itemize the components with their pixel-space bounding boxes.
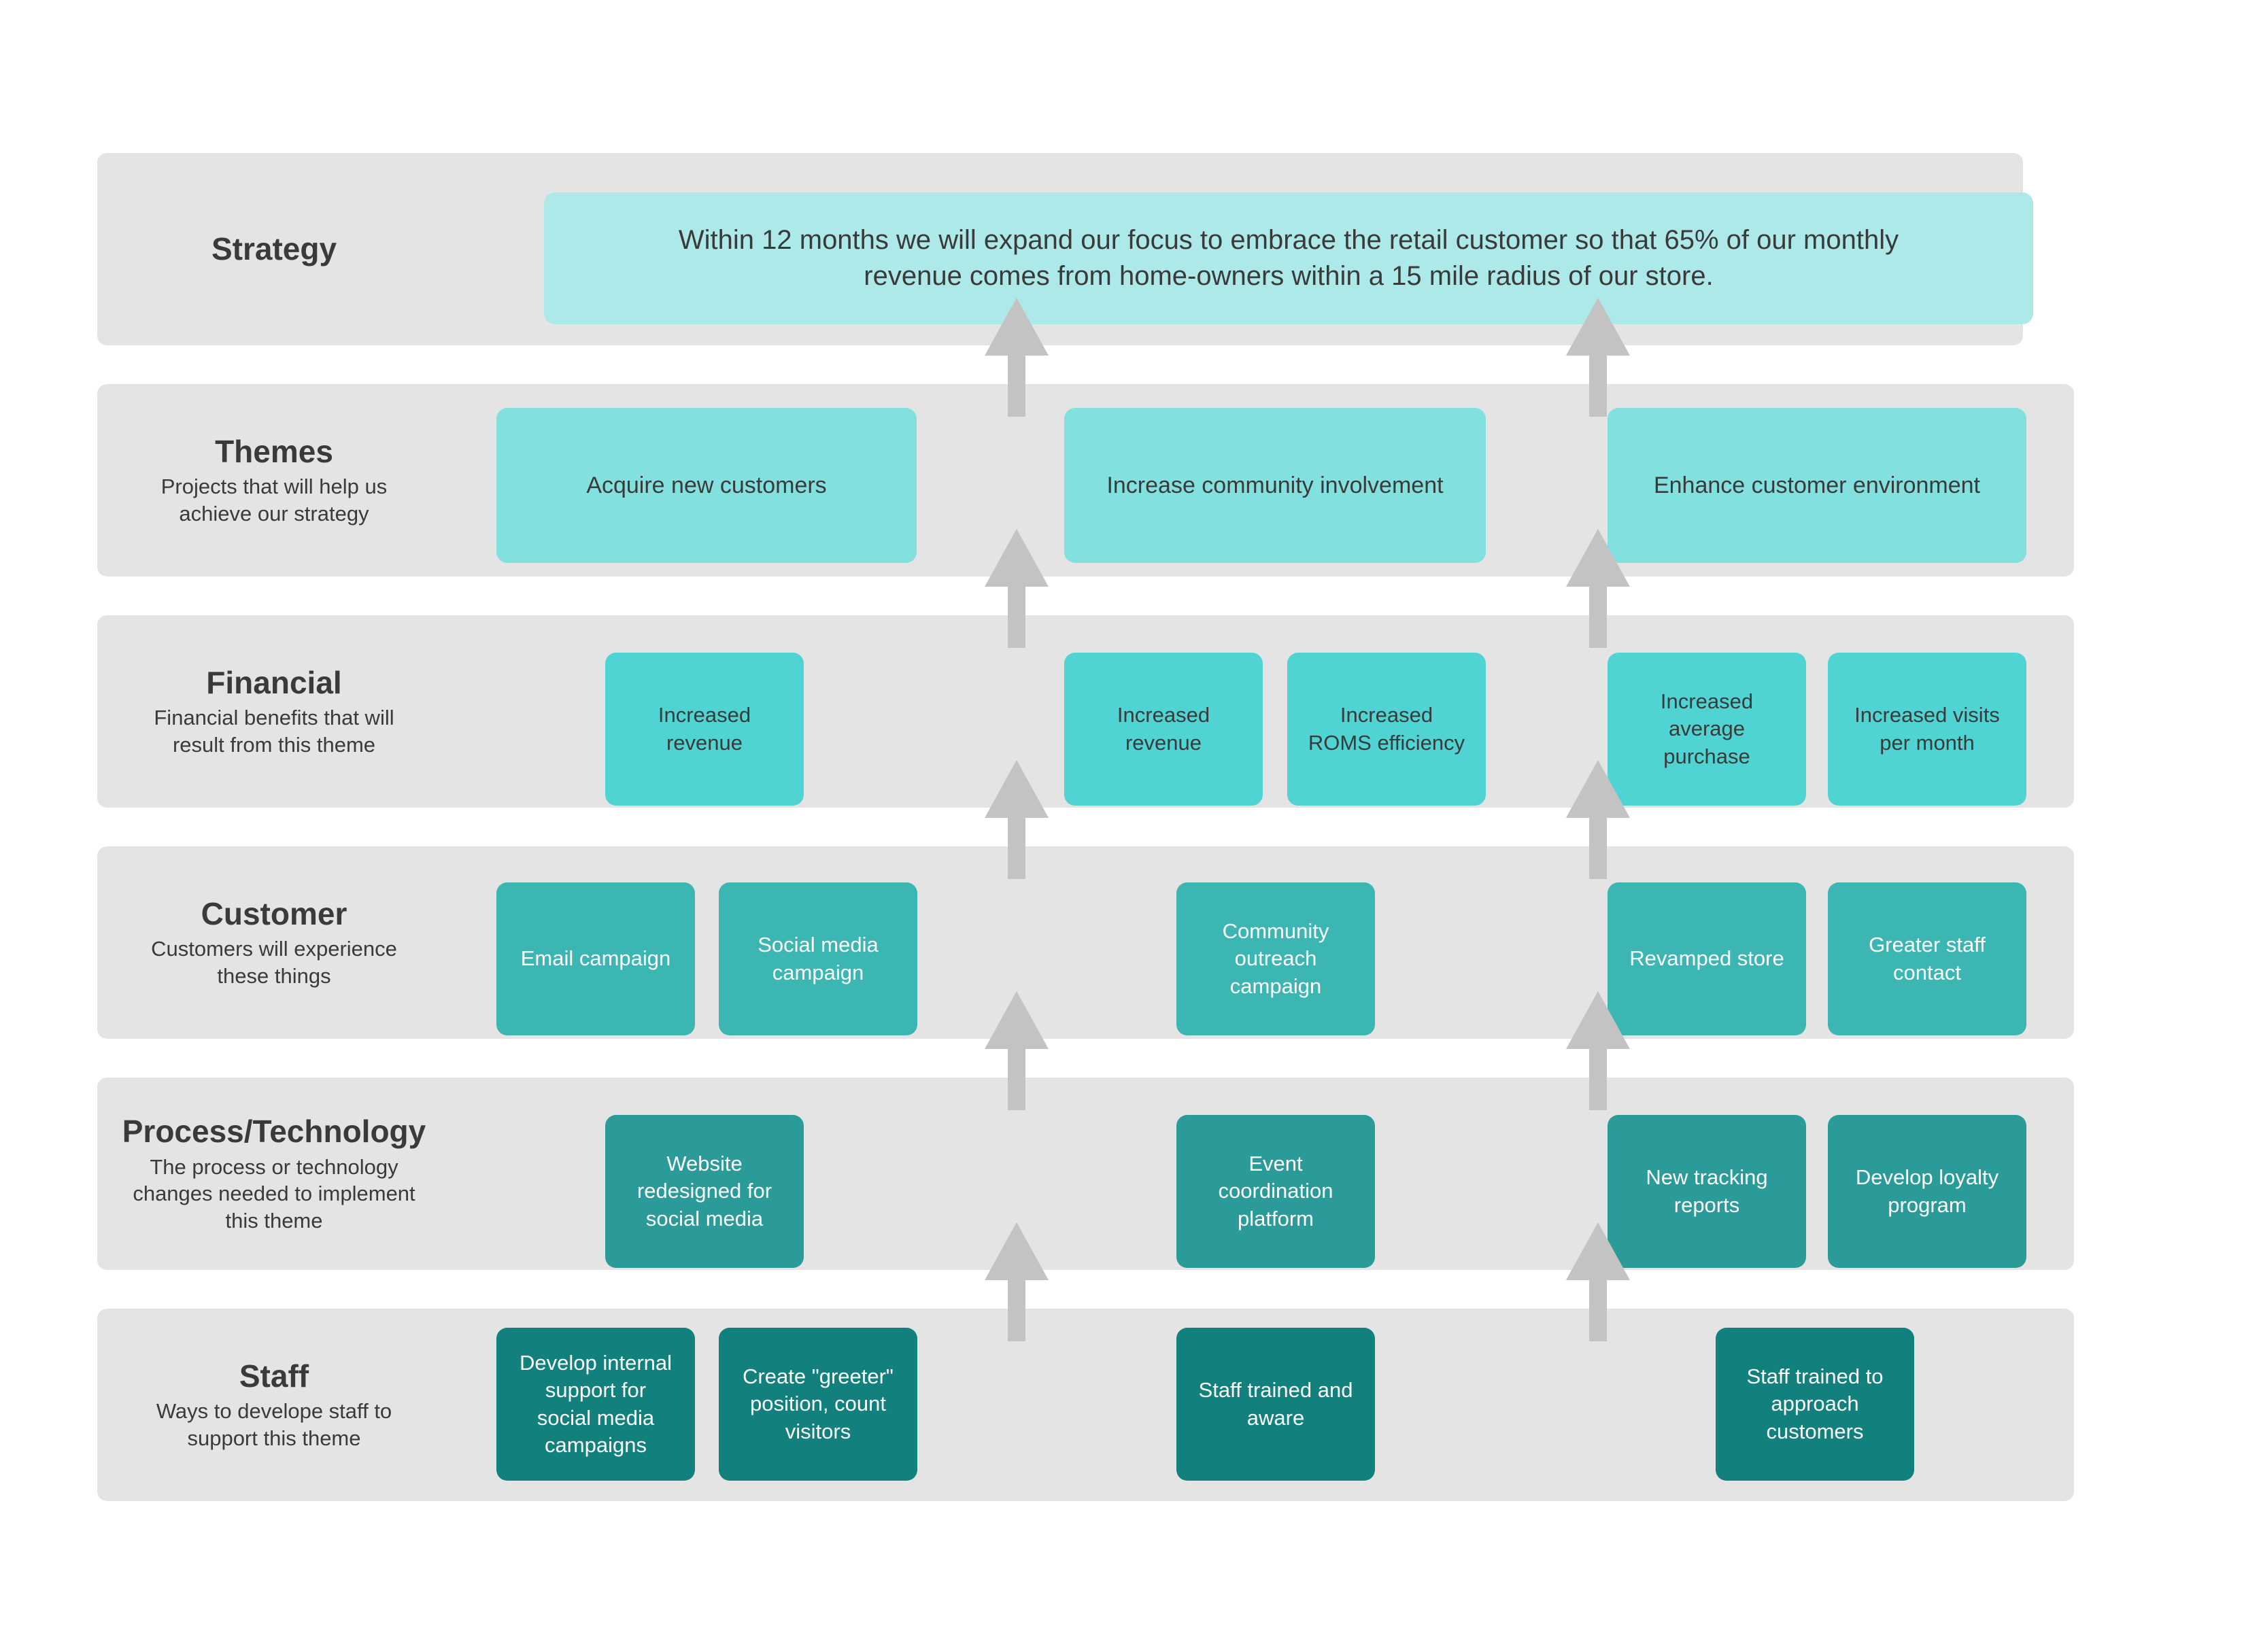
financial-box-increased-revenue-1: Increased revenue <box>605 653 804 806</box>
customer-box-social-media-campaign: Social media campaign <box>719 882 917 1035</box>
arrow-head <box>985 991 1049 1049</box>
staff-box-create-greeter-position: Create "greeter" position, count visitor… <box>719 1328 917 1481</box>
row-title: Customer <box>201 896 347 932</box>
row-subtitle: Projects that will help us achieve our s… <box>160 475 388 526</box>
process-technology-row-label: Process/Technology The process or techno… <box>97 1078 451 1270</box>
arrow-shaft <box>1589 1049 1607 1110</box>
arrow-shaft <box>1589 356 1607 417</box>
arrow-head <box>985 298 1049 356</box>
row-title: Strategy <box>211 230 337 266</box>
arrow-shaft <box>1589 818 1607 879</box>
row-subtitle: Ways to develope staff to support this t… <box>156 1399 392 1451</box>
arrow-head <box>1566 1222 1630 1280</box>
arrow-up-icon <box>1566 991 1630 1110</box>
row-subtitle: The process or technology changes needed… <box>133 1154 415 1233</box>
arrow-head <box>1566 529 1630 587</box>
process-technology-row: Process/Technology The process or techno… <box>97 1078 2074 1270</box>
staff-box-staff-trained-to-approach: Staff trained to approach customers <box>1716 1328 1914 1481</box>
row-subtitle: Financial benefits that will result from… <box>154 706 394 757</box>
arrow-up-icon <box>985 529 1049 648</box>
arrow-shaft <box>1008 1049 1025 1110</box>
financial-box-increased-average-purchase: Increased average purchase <box>1608 653 1806 806</box>
strategy-row-label: Strategy <box>97 153 451 345</box>
strategy-row: Strategy Within 12 months we will expand… <box>97 153 2033 345</box>
process-box-website-redesigned: Website redesigned for social media <box>605 1115 804 1268</box>
arrow-shaft <box>1008 587 1025 648</box>
row-title: Financial <box>206 665 342 701</box>
arrow-shaft <box>1008 356 1025 417</box>
financial-row-label: Financial Financial benefits that will r… <box>97 615 451 808</box>
arrow-up-icon <box>1566 760 1630 879</box>
arrow-up-icon <box>1566 298 1630 417</box>
financial-box-increased-roms-efficiency: Increased ROMS efficiency <box>1287 653 1486 806</box>
financial-box-increased-revenue-2: Increased revenue <box>1064 653 1263 806</box>
arrow-head <box>1566 760 1630 818</box>
customer-box-community-outreach-campaign: Community outreach campaign <box>1176 882 1375 1035</box>
arrow-up-icon <box>1566 529 1630 648</box>
arrow-up-icon <box>985 298 1049 417</box>
theme-box-enhance-customer-environment: Enhance customer environment <box>1608 408 2026 563</box>
arrow-up-icon <box>985 760 1049 879</box>
customer-box-revamped-store: Revamped store <box>1608 882 1806 1035</box>
arrow-up-icon <box>985 991 1049 1110</box>
row-title: Themes <box>215 434 333 470</box>
arrow-head <box>985 1222 1049 1280</box>
arrow-shaft <box>1589 587 1607 648</box>
themes-row-label: Themes Projects that will help us achiev… <box>97 384 451 577</box>
process-box-new-tracking-reports: New tracking reports <box>1608 1115 1806 1268</box>
staff-row-label: Staff Ways to develope staff to support … <box>97 1309 451 1501</box>
arrow-shaft <box>1589 1280 1607 1341</box>
row-title: Process/Technology <box>122 1114 426 1150</box>
row-title: Staff <box>239 1358 309 1394</box>
arrow-shaft <box>1008 1280 1025 1341</box>
financial-box-increased-visits-per-month: Increased visits per month <box>1828 653 2026 806</box>
customer-box-greater-staff-contact: Greater staff contact <box>1828 882 2026 1035</box>
financial-row: Financial Financial benefits that will r… <box>97 615 2074 808</box>
arrow-head <box>1566 991 1630 1049</box>
arrow-head <box>985 760 1049 818</box>
arrow-shaft <box>1008 818 1025 879</box>
themes-row: Themes Projects that will help us achiev… <box>97 384 2074 577</box>
process-box-develop-loyalty-program: Develop loyalty program <box>1828 1115 2026 1268</box>
customer-box-email-campaign: Email campaign <box>496 882 695 1035</box>
theme-box-acquire-new-customers: Acquire new customers <box>496 408 917 563</box>
arrow-up-icon <box>985 1222 1049 1341</box>
customer-row-label: Customer Customers will experience these… <box>97 846 451 1039</box>
arrow-up-icon <box>1566 1222 1630 1341</box>
strategy-statement-box: Within 12 months we will expand our focu… <box>544 192 2033 324</box>
staff-box-staff-trained-and-aware: Staff trained and aware <box>1176 1328 1375 1481</box>
process-box-event-coordination-platform: Event coordination platform <box>1176 1115 1375 1268</box>
row-subtitle: Customers will experience these things <box>151 937 397 988</box>
staff-row: Staff Ways to develope staff to support … <box>97 1309 2074 1501</box>
arrow-head <box>985 529 1049 587</box>
staff-box-develop-internal-support: Develop internal support for social medi… <box>496 1328 695 1481</box>
customer-row: Customer Customers will experience these… <box>97 846 2074 1039</box>
arrow-head <box>1566 298 1630 356</box>
theme-box-increase-community-involvement: Increase community involvement <box>1064 408 1486 563</box>
